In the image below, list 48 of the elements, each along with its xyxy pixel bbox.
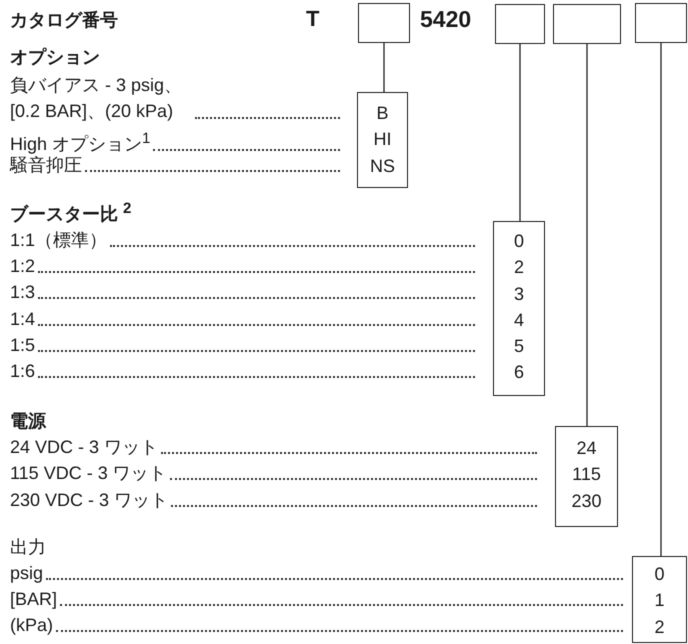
code-box	[493, 221, 545, 396]
blank-code-box	[358, 3, 410, 43]
option-code: 2	[653, 616, 666, 639]
option-label: 115 VDC - 3 ワット	[10, 460, 537, 486]
connector-line	[586, 44, 588, 426]
option-code: 0	[512, 230, 525, 253]
option-label: 1:1（標準）	[10, 227, 475, 254]
code-box	[357, 92, 408, 188]
option-label: 230 VDC - 3 ワット	[10, 487, 537, 514]
connector-line	[519, 44, 521, 221]
option-label: 1:4	[10, 306, 475, 332]
option-label: 1:2	[10, 253, 475, 280]
option-code: 1	[653, 589, 666, 612]
option-code: HI	[372, 128, 392, 152]
option-label: (kPa)	[10, 612, 623, 638]
code-box	[632, 556, 687, 643]
option-label: 1:5	[10, 332, 475, 358]
option-label: High オプション$^{1}$	[10, 126, 340, 158]
option-code: 230	[570, 490, 603, 513]
catalog-number: 5420	[420, 6, 472, 33]
option-code: 2	[512, 256, 525, 280]
option-label: psig	[10, 560, 623, 586]
option-label: 24 VDC - 3 ワット	[10, 434, 537, 460]
section-heading: 電源	[10, 410, 46, 433]
option-code: 6	[512, 361, 525, 384]
option-label: 1:6	[10, 358, 475, 384]
option-code: 5	[512, 335, 525, 358]
section-heading: 出力	[10, 536, 46, 559]
blank-code-box	[495, 4, 545, 44]
blank-code-box	[635, 3, 687, 43]
catalog-prefix: T	[306, 6, 320, 32]
blank-code-box	[553, 4, 621, 44]
section-heading: ブースター比 $^{2}$	[10, 200, 132, 226]
option-code: 115	[571, 463, 602, 486]
option-label: [BAR]	[10, 586, 623, 612]
option-code: NS	[368, 154, 396, 178]
option-label: 負バイアス - 3 psig、[0.2 BAR]、(20 kPa)	[10, 72, 340, 125]
option-code: 0	[653, 563, 666, 586]
code-box	[555, 426, 618, 527]
option-code: 3	[512, 282, 525, 306]
section-heading: カタログ番号	[10, 9, 118, 32]
option-code: 24	[575, 437, 598, 460]
connector-line	[660, 43, 662, 556]
connector-line	[383, 43, 385, 92]
option-code: 4	[512, 308, 525, 332]
section-heading: オプション	[10, 46, 100, 69]
option-label: 1:3	[10, 279, 475, 306]
option-code: B	[375, 102, 390, 125]
